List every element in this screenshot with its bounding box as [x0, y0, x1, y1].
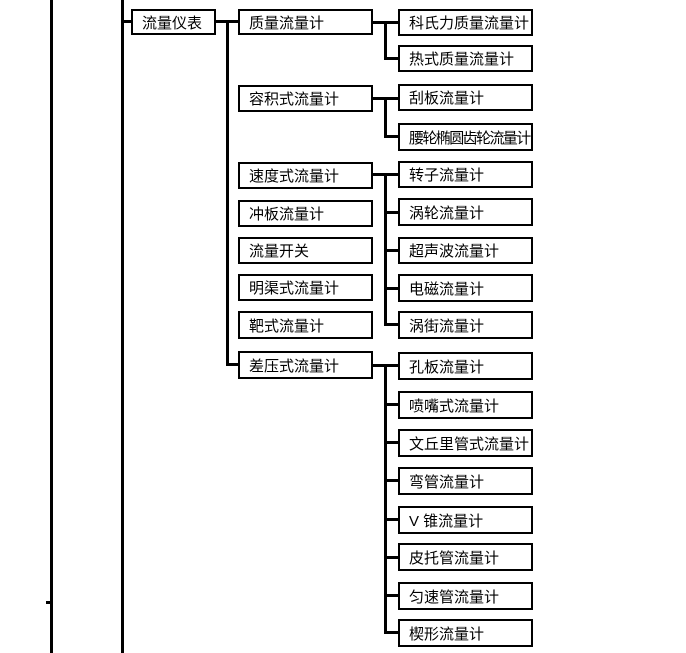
node-nozzle-flowmeter[interactable]: 喷嘴式流量计: [398, 391, 533, 419]
node-rotameter[interactable]: 转子流量计: [398, 161, 533, 188]
node-orifice-plate-flowmeter[interactable]: 孔板流量计: [398, 352, 533, 380]
node-mass-flowmeter[interactable]: 质量流量计: [238, 9, 373, 35]
connector-velocity-stub-vortex: [384, 323, 398, 326]
left-rail-tick: [46, 601, 51, 604]
connector-trunk-to-differential: [226, 363, 238, 366]
connector-differential-stub-vcone: [384, 518, 398, 521]
connector-differential-stub-venturi: [384, 441, 398, 444]
node-velocity-flowmeter[interactable]: 速度式流量计: [238, 162, 373, 189]
connector-differential-stub-pitot: [384, 556, 398, 559]
node-flow-instruments[interactable]: 流量仪表: [131, 9, 216, 35]
node-thermal-mass-flowmeter[interactable]: 热式质量流量计: [398, 45, 533, 72]
node-volumetric-flowmeter[interactable]: 容积式流量计: [238, 85, 373, 112]
node-vortex-flowmeter[interactable]: 涡街流量计: [398, 311, 533, 339]
node-impact-plate-flowmeter[interactable]: 冲板流量计: [238, 200, 373, 227]
connector-velocity-stub-turbine: [384, 211, 398, 214]
node-ultrasonic-flowmeter[interactable]: 超声波流量计: [398, 237, 533, 264]
node-oval-gear-flowmeter[interactable]: 腰轮椭圆齿轮流量计: [398, 123, 533, 151]
node-coriolis-mass-flowmeter[interactable]: 科氏力质量流量计: [398, 9, 533, 36]
node-pitot-tube-flowmeter[interactable]: 皮托管流量计: [398, 543, 533, 571]
connector-differential-v: [384, 364, 387, 634]
node-open-channel-flowmeter[interactable]: 明渠式流量计: [238, 274, 373, 301]
connector-differential-stub-wedge: [384, 631, 398, 634]
connector-rail-to-root: [123, 20, 131, 23]
connector-mass-stub-thermal: [384, 57, 398, 60]
node-target-flowmeter[interactable]: 靶式流量计: [238, 311, 373, 339]
connector-volumetric-stub-gear: [384, 135, 398, 138]
connector-root-trunk-v: [226, 20, 229, 366]
node-wedge-flowmeter[interactable]: 楔形流量计: [398, 619, 533, 647]
connector-mass-v: [384, 21, 387, 59]
node-turbine-flowmeter[interactable]: 涡轮流量计: [398, 198, 533, 226]
node-differential-pressure-flowmeter[interactable]: 差压式流量计: [238, 351, 373, 379]
node-venturi-tube-flowmeter[interactable]: 文丘里管式流量计: [398, 429, 533, 457]
connector-velocity-stub-ultrasonic: [384, 249, 398, 252]
node-scraper-flowmeter[interactable]: 刮板流量计: [398, 84, 533, 111]
connector-differential-stub-nozzle: [384, 403, 398, 406]
node-averaging-tube-flowmeter[interactable]: 匀速管流量计: [398, 582, 533, 610]
connector-differential-stub-elbow: [384, 479, 398, 482]
connector-velocity-stub-electromagnetic: [384, 287, 398, 290]
left-rail-line-inner: [121, 0, 124, 653]
connector-volumetric-v: [384, 97, 387, 137]
node-elbow-flowmeter[interactable]: 弯管流量计: [398, 467, 533, 495]
left-rail-line-outer: [50, 0, 53, 653]
connector-differential-stub-averaging: [384, 594, 398, 597]
node-electromagnetic-flowmeter[interactable]: 电磁流量计: [398, 274, 533, 302]
node-flow-switch[interactable]: 流量开关: [238, 237, 373, 264]
node-v-cone-flowmeter[interactable]: V 锥流量计: [398, 506, 533, 534]
